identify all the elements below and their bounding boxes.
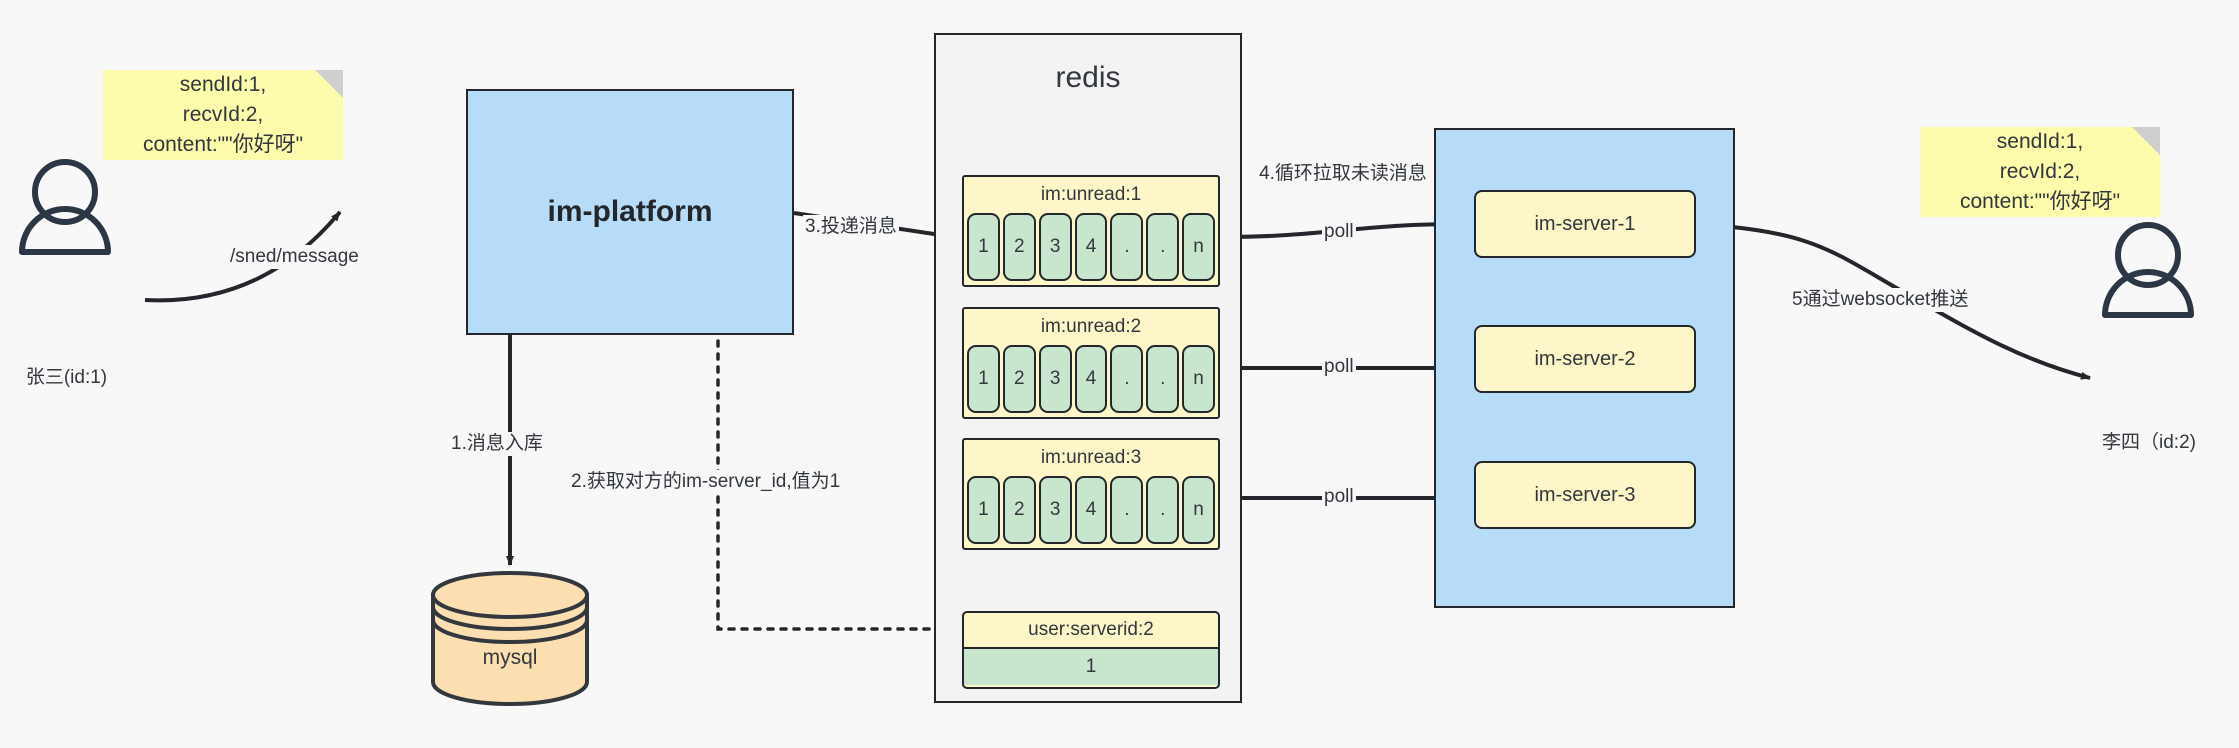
queue-cell: 2 bbox=[1002, 476, 1036, 544]
edge-label-step1: 1.消息入库 bbox=[449, 432, 545, 456]
queue-cell: . bbox=[1146, 476, 1180, 544]
queue-cell: n bbox=[1182, 213, 1216, 281]
queue-cell: 2 bbox=[1002, 213, 1036, 281]
im-server-3-label: im-server-3 bbox=[1534, 483, 1636, 506]
queue-cell: n bbox=[1182, 345, 1216, 413]
queue-cells: 1 2 3 4 . . n bbox=[967, 476, 1216, 544]
im-server-1-label: im-server-1 bbox=[1534, 212, 1636, 235]
edge-label-poll-2: poll bbox=[1322, 355, 1356, 379]
redis-title: redis bbox=[1055, 61, 1121, 94]
im-server-2-box[interactable]: im-server-2 bbox=[1474, 325, 1696, 393]
note-fold-icon bbox=[2132, 127, 2160, 155]
sender-message-note: sendId:1, recvId:2, content:""你好呀" bbox=[103, 70, 343, 160]
queue-cell: 3 bbox=[1038, 476, 1072, 544]
queue-cell: n bbox=[1182, 476, 1216, 544]
im-server-2-label: im-server-2 bbox=[1534, 347, 1636, 370]
edge-label-poll-1: poll bbox=[1322, 220, 1356, 244]
queue-cells: 1 2 3 4 . . n bbox=[967, 213, 1216, 281]
sender-message-note-text: sendId:1, recvId:2, content:""你好呀" bbox=[142, 73, 304, 156]
queue-cell: 3 bbox=[1038, 213, 1072, 281]
edge-label-poll-3: poll bbox=[1322, 485, 1356, 509]
edge-send-message bbox=[144, 210, 342, 303]
queue-cell: . bbox=[1110, 213, 1144, 281]
queue-cell: . bbox=[1146, 213, 1180, 281]
edge-step2 bbox=[714, 220, 957, 631]
queue-cell: . bbox=[1146, 345, 1180, 413]
receiver-user-icon bbox=[2102, 222, 2194, 318]
queue-key-label: im:unread:1 bbox=[1040, 184, 1142, 205]
queue-cell: . bbox=[1110, 476, 1144, 544]
edge-label-step2: 2.获取对方的im-server_id,值为1 bbox=[569, 470, 843, 494]
redis-kv-user-serverid[interactable]: user:serverid:2 1 bbox=[962, 611, 1220, 689]
mysql-cylinder bbox=[431, 571, 589, 706]
im-server-1-box[interactable]: im-server-1 bbox=[1474, 190, 1696, 258]
mysql-label: mysql bbox=[482, 646, 538, 670]
edge-label-step3: 3.投递消息 bbox=[803, 215, 899, 239]
edge-label-send-message: /sned/message bbox=[228, 245, 361, 269]
redis-queue-im-unread-2[interactable]: im:unread:2 1 2 3 4 . . n bbox=[962, 307, 1220, 419]
edge-label-step5: 5通过websocket推送 bbox=[1790, 288, 1971, 312]
note-fold-icon bbox=[315, 70, 343, 98]
edge-label-step4: 4.循环拉取未读消息 bbox=[1252, 162, 1434, 186]
queue-cell: 2 bbox=[1002, 345, 1036, 413]
queue-cell: 1 bbox=[967, 476, 1000, 544]
redis-kv-key: user:serverid:2 bbox=[1028, 619, 1154, 640]
queue-cell: 1 bbox=[967, 213, 1000, 281]
receiver-caption: 李四（id:2) bbox=[2102, 432, 2196, 453]
queue-cell: 4 bbox=[1074, 476, 1108, 544]
queue-cells: 1 2 3 4 . . n bbox=[967, 345, 1216, 413]
queue-key-label: im:unread:2 bbox=[1040, 316, 1142, 337]
queue-cell: . bbox=[1110, 345, 1144, 413]
queue-cell: 3 bbox=[1038, 345, 1072, 413]
redis-kv-value: 1 bbox=[964, 647, 1218, 685]
im-server-3-box[interactable]: im-server-3 bbox=[1474, 461, 1696, 529]
queue-cell: 4 bbox=[1074, 213, 1108, 281]
queue-key-label: im:unread:3 bbox=[1040, 447, 1142, 468]
sender-user-icon bbox=[19, 159, 111, 255]
mysql-node[interactable]: mysql bbox=[433, 608, 587, 682]
im-platform-box[interactable]: im-platform bbox=[466, 89, 794, 335]
redis-queue-im-unread-1[interactable]: im:unread:1 1 2 3 4 . . n bbox=[962, 175, 1220, 287]
redis-container: redis im:unread:1 1 2 3 4 . . n im:unrea… bbox=[934, 33, 1242, 703]
sender-caption: 张三(id:1) bbox=[25, 367, 108, 388]
receiver-message-note-text: sendId:1, recvId:2, content:""你好呀" bbox=[1959, 130, 2121, 213]
redis-queue-im-unread-3[interactable]: im:unread:3 1 2 3 4 . . n bbox=[962, 438, 1220, 550]
receiver-message-note: sendId:1, recvId:2, content:""你好呀" bbox=[1920, 127, 2160, 217]
im-platform-label: im-platform bbox=[547, 195, 713, 228]
queue-cell: 1 bbox=[967, 345, 1000, 413]
queue-cell: 4 bbox=[1074, 345, 1108, 413]
